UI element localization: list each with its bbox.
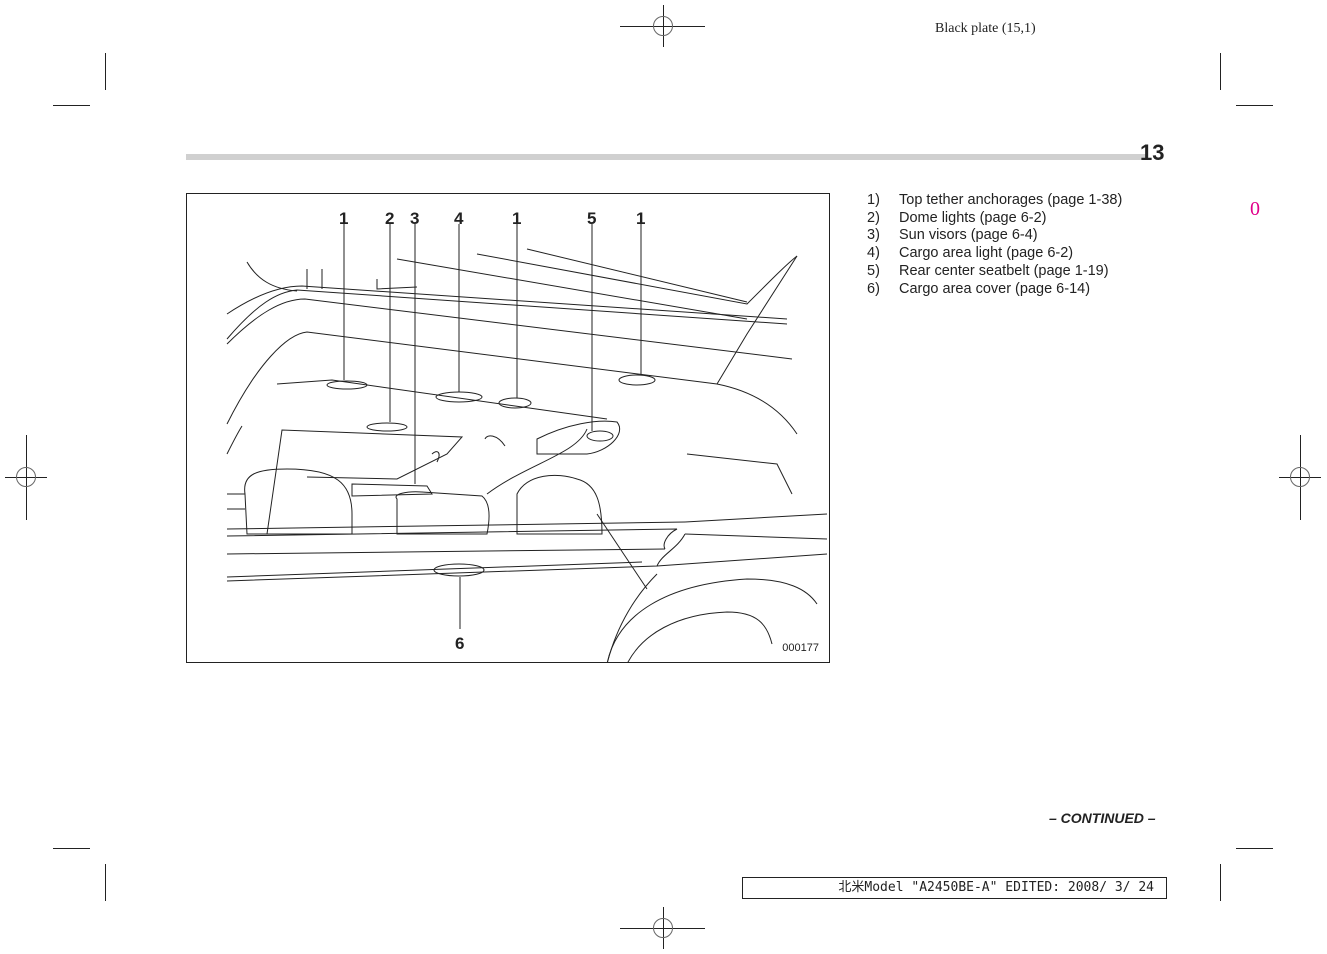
legend-number: 6) [867, 280, 880, 297]
legend-number: 4) [867, 245, 880, 262]
callout-label: 1 [512, 209, 522, 228]
crop-mark-bl-h [53, 848, 90, 849]
crop-mark-tr-h [1236, 105, 1273, 106]
legend-item: 1) Top tether anchorages (page 1-38) [867, 192, 1122, 210]
legend-item: 2) Dome lights (page 6-2) [867, 210, 1122, 228]
legend-number: 2) [867, 209, 880, 226]
legend-item: 4) Cargo area light (page 6-2) [867, 245, 1122, 263]
legend-text: Cargo area light (page 6-2) [899, 245, 1074, 262]
figure-code: 000177 [782, 642, 819, 654]
callout-label: 6 [455, 634, 465, 653]
legend-text: Cargo area cover (page 6-14) [899, 280, 1091, 297]
legend-number: 3) [867, 227, 880, 244]
legend-number: 5) [867, 262, 880, 279]
cargo-area-illustration: 1 2 3 4 1 5 1 6 000177 [186, 193, 830, 663]
callout-label: 3 [410, 209, 420, 228]
legend-text: Top tether anchorages (page 1-38) [899, 192, 1123, 208]
header-rule [186, 154, 1146, 160]
legend-text: Rear center seatbelt (page 1-19) [899, 262, 1109, 279]
legend-item: 5) Rear center seatbelt (page 1-19) [867, 263, 1122, 281]
callout-label: 5 [587, 209, 597, 228]
crop-mark-br-h [1236, 848, 1273, 849]
crop-mark-tr-v [1220, 53, 1221, 90]
legend-text: Dome lights (page 6-2) [899, 209, 1047, 226]
page-number: 13 [1140, 140, 1165, 165]
vehicle-interior-line-drawing [226, 224, 828, 662]
callout-label: 1 [339, 209, 349, 228]
crop-mark-br-v [1220, 864, 1221, 901]
legend-item: 3) Sun visors (page 6-4) [867, 227, 1122, 245]
crop-mark-tl-v [105, 53, 106, 90]
legend-item: 6) Cargo area cover (page 6-14) [867, 281, 1122, 299]
callout-label: 1 [636, 209, 646, 228]
callout-label: 2 [385, 209, 395, 228]
callout-label: 4 [454, 209, 464, 228]
side-marker: 0 [1250, 198, 1260, 220]
legend-text: Sun visors (page 6-4) [899, 227, 1038, 244]
edit-stamp: 北米Model "A2450BE-A" EDITED: 2008/ 3/ 24 [742, 877, 1167, 899]
plate-label: Black plate (15,1) [935, 21, 1036, 36]
crop-mark-bl-v [105, 864, 106, 901]
figure-legend: 1) Top tether anchorages (page 1-38) 2) … [867, 192, 1122, 298]
continued-label: – CONTINUED – [1049, 810, 1156, 826]
crop-mark-tl-h [53, 105, 90, 106]
legend-number: 1) [867, 192, 880, 208]
